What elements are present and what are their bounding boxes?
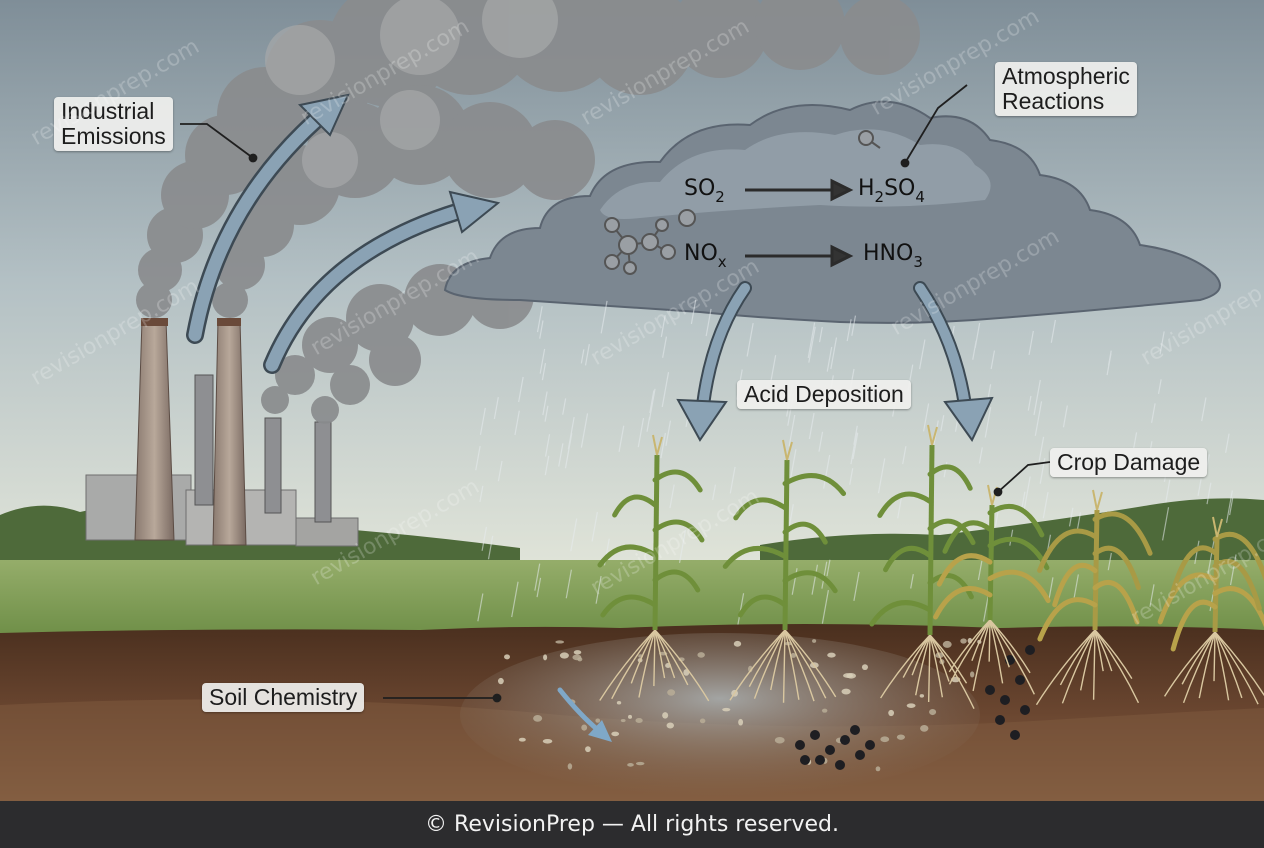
nox-base: NO (684, 241, 718, 266)
copyright-footer: © RevisionPrep — All rights reserved. (0, 801, 1264, 848)
smoke-highlights (265, 0, 558, 188)
industrial-emissions-line2: Emissions (61, 123, 166, 149)
reaction-arrows (745, 178, 854, 268)
corn-plant (869, 424, 976, 710)
acid-deposition-label: Acid Deposition (737, 380, 911, 409)
so2-subscript: 2 (715, 188, 725, 206)
hno3-formula: HNO3 (863, 241, 923, 271)
h2so4-formula: H2SO4 (858, 176, 925, 206)
h2so4-part2: SO (884, 176, 916, 201)
molecule-models (604, 130, 881, 275)
nox-formula: NOx (684, 241, 727, 271)
hno3-subscript: 3 (913, 253, 923, 271)
acid-cloud (443, 100, 1221, 324)
factory (85, 318, 359, 547)
atmospheric-reactions-label: Atmospheric Reactions (995, 62, 1137, 116)
atmospheric-reactions-line1: Atmospheric (1002, 63, 1130, 89)
soil-arrow (557, 687, 601, 733)
nox-subscript: x (717, 253, 727, 271)
corn-plant (1157, 516, 1264, 705)
corn-plant (722, 439, 847, 703)
so2-base: SO (684, 176, 716, 201)
crop-damage-label: Crop Damage (1050, 448, 1208, 477)
leader-lines (180, 84, 1051, 703)
soil-chemistry-label: Soil Chemistry (202, 683, 365, 712)
h2so4-sub2: 4 (915, 188, 925, 206)
hno3-base: HNO (863, 241, 914, 266)
rain (475, 299, 1237, 626)
atmospheric-reactions-line2: Reactions (1002, 88, 1105, 114)
tree-line (0, 498, 1264, 575)
industrial-emissions-label: Industrial Emissions (54, 97, 173, 151)
industrial-emissions-line1: Industrial (61, 98, 155, 124)
soil-particles (497, 637, 1035, 772)
crop-plants (597, 424, 1264, 710)
h2so4-part1: H (858, 176, 875, 201)
h2so4-sub1: 2 (874, 188, 885, 206)
corn-plant (597, 434, 710, 702)
flow-arrows (186, 93, 994, 742)
corn-plant (1035, 489, 1153, 706)
so2-formula: SO2 (684, 176, 725, 206)
